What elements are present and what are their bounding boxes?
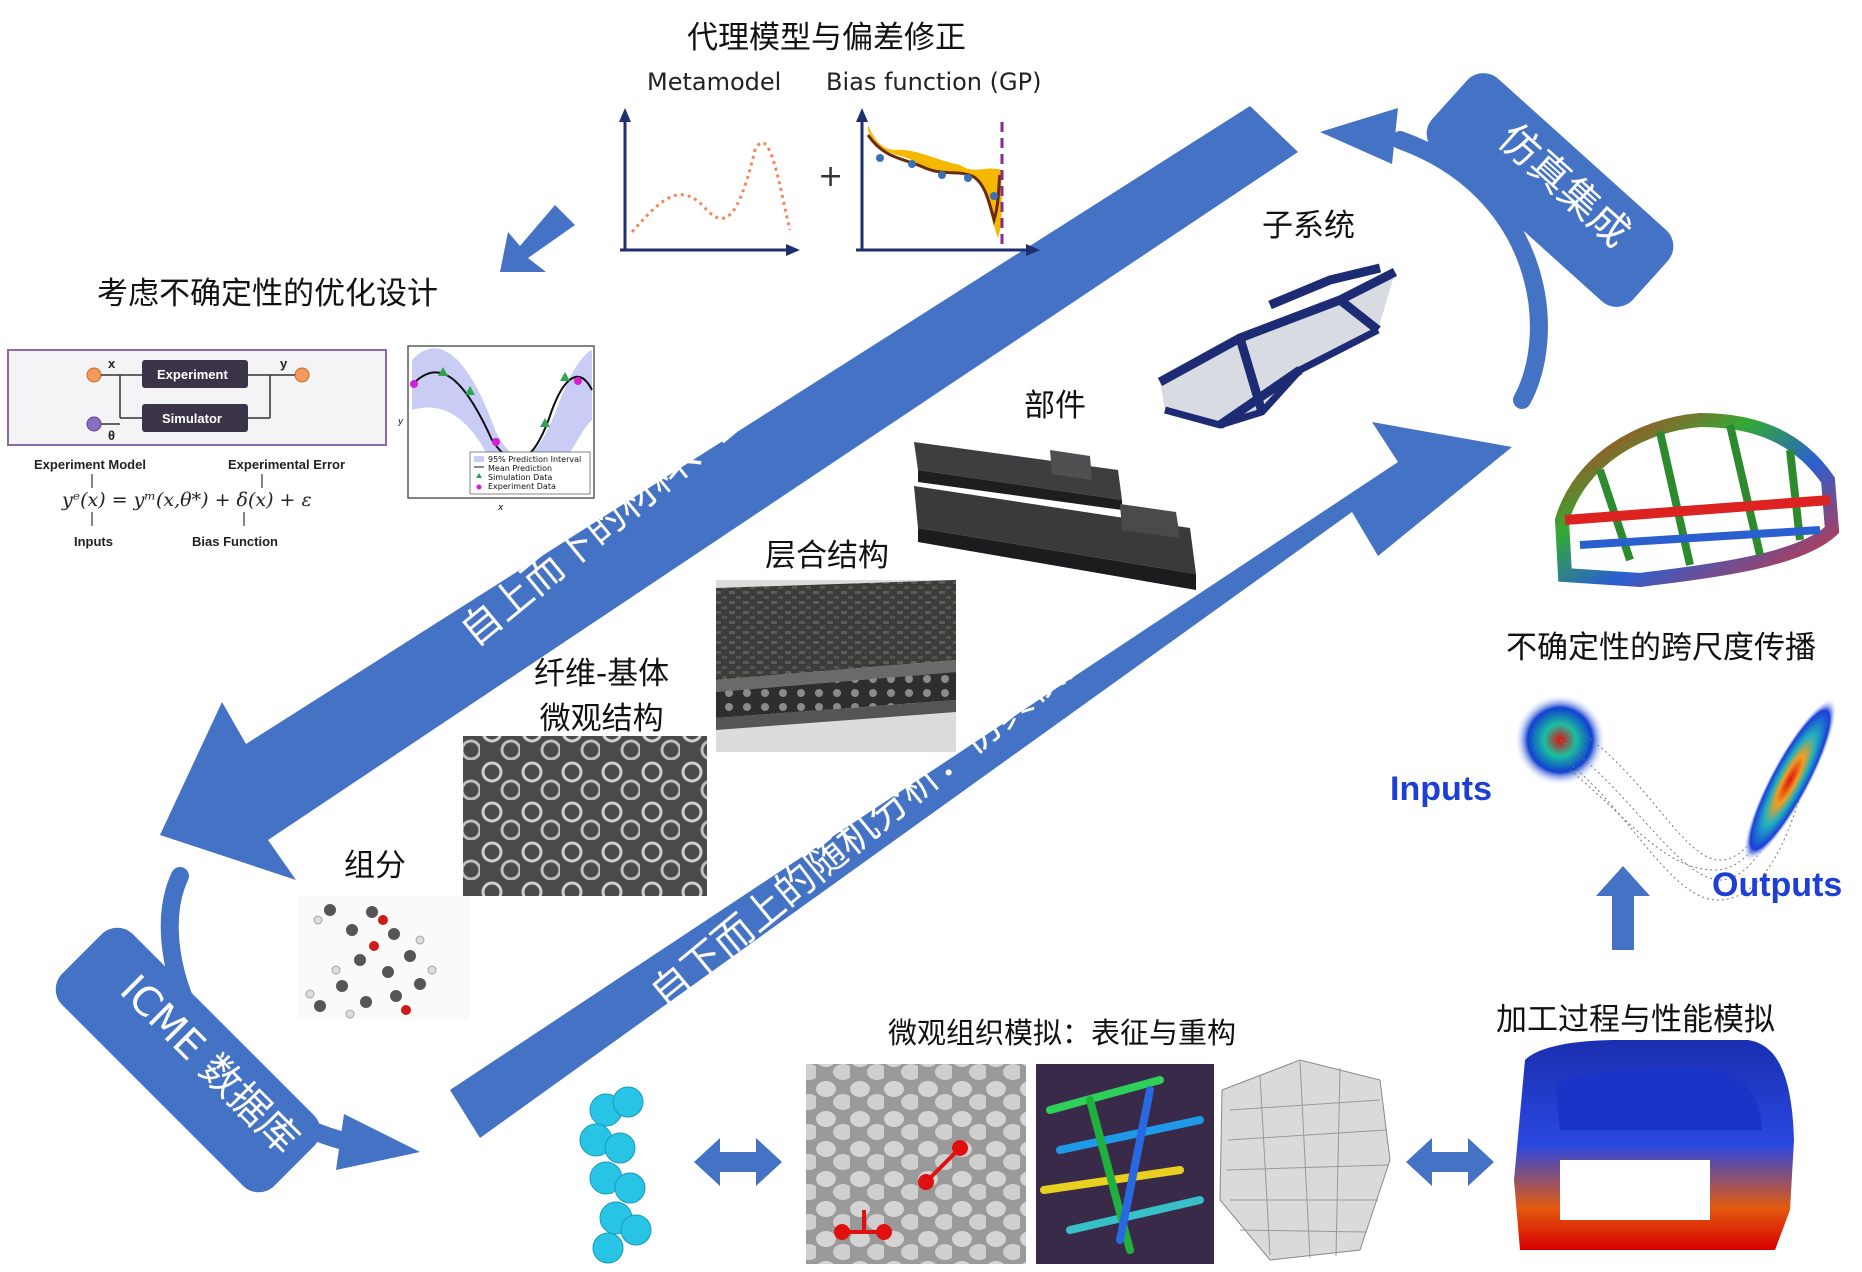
fiber-bundle-image [1036,1064,1214,1264]
uq-propagation-image [1514,694,1837,901]
flow-x-label: x [108,356,116,371]
gp-axis-y: y [397,417,404,427]
scale-subsystem-label: 子系统 [1262,208,1355,244]
equation-arrows [91,474,263,526]
small-down-arrow [500,205,575,272]
scale-fiber-matrix-label: 纤维-基体 微观结构 [534,648,669,738]
molecule-image [297,896,469,1020]
fiber-microstructure-image [463,736,707,896]
curved-arrow-top [1320,108,1548,409]
fiber-matrix-line2: 微观结构 [539,701,664,737]
chain-beads-image [579,1086,652,1264]
bias-equation: yᵉ(x) = yᵐ(x,θ*) + δ(x) + ε [61,489,312,511]
experiment-box-label: Experiment [157,367,228,382]
experimental-error-label: Experimental Error [228,457,345,472]
metamodel-plot [619,108,800,256]
microstructure-title: 微观组织模拟：表征与重构 [888,1016,1237,1050]
flow-y-label: y [280,356,288,371]
sim-integration-box [1426,73,1674,307]
simulator-box-label: Simulator [162,411,222,426]
scale-constituent-label: 组分 [344,848,406,884]
process-simulation-title: 加工过程与性能模拟 [1496,1002,1775,1038]
experiment-model-label: Experiment Model [34,457,146,472]
scale-laminate-label: 层合结构 [765,538,889,574]
uq-propagation-title: 不确定性的跨尺度传播 [1506,630,1816,666]
legend-entry-interval: 95% Prediction Interval [488,455,581,464]
fiber-matrix-line1: 纤维-基体 [534,656,670,692]
bias-function-plot [856,108,1040,256]
legend-entry-experiment: Experiment Data [488,482,556,491]
double-arrow-left [694,1138,782,1186]
bias-function-label: Bias function (GP) [826,68,1042,96]
laminate-image [716,580,956,752]
car-body-contour-image [1554,412,1840,588]
double-arrow-right [1406,1138,1494,1186]
surrogate-title: 代理模型与偏差修正 [687,20,966,56]
grain-red-markers [834,1140,968,1240]
gp-axis-x: x [497,503,504,513]
optimization-title: 考虑不确定性的优化设计 [97,276,438,312]
inputs-small-label: Inputs [74,534,113,549]
plus-sign: + [818,159,843,194]
up-arrow [1596,866,1650,950]
metamodel-label: Metamodel [647,68,782,96]
uq-outputs-label: Outputs [1712,866,1842,904]
subsystem-image [1157,263,1398,429]
bottom-up-banner-arrow [450,422,1512,1138]
gp-prediction-plot [407,345,595,499]
experiment-flowchart [7,349,387,446]
flow-theta-label: θ [108,428,115,443]
hood-simulation-image [1514,1040,1794,1250]
scale-component-label: 部件 [1024,388,1086,424]
component-image [914,442,1196,590]
icme-box [55,927,321,1193]
uq-inputs-label: Inputs [1390,770,1492,808]
bias-function-small-label: Bias Function [192,534,278,549]
legend-entry-simulation: Simulation Data [488,473,552,482]
legend-entry-mean: Mean Prediction [488,464,552,473]
woven-textile-image [1219,1059,1391,1261]
top-down-banner-arrow [160,106,1298,880]
